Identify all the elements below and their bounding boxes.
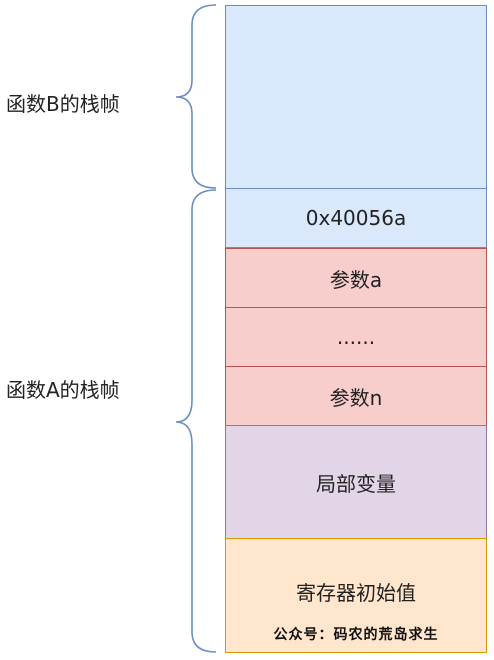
brace-frame-a-icon [175,189,217,653]
saved-registers-text: 寄存器初始值 [296,581,416,605]
brace-frame-b-icon [175,4,217,189]
param-ellipsis-text: ...... [336,325,376,349]
frame-b-label: 函数B的栈帧 [6,92,120,116]
local-vars-block: 局部变量 [225,425,487,539]
frame-a-label: 函数A的栈帧 [6,378,120,402]
param-n-block: 参数n [225,366,487,426]
return-address-block: 0x40056a [225,188,487,248]
frame-b-block [225,5,487,189]
param-n-text: 参数n [329,385,383,410]
param-ellipsis-block: ...... [225,307,487,367]
param-a-text: 参数a [329,267,383,292]
watermark: 公众号：码农的荒岛求生 [273,627,439,643]
param-a-block: 参数a [225,248,487,308]
return-address-text: 0x40056a [305,206,407,230]
local-vars-text: 局部变量 [316,471,396,496]
saved-registers-block: 寄存器初始值 [225,538,487,653]
